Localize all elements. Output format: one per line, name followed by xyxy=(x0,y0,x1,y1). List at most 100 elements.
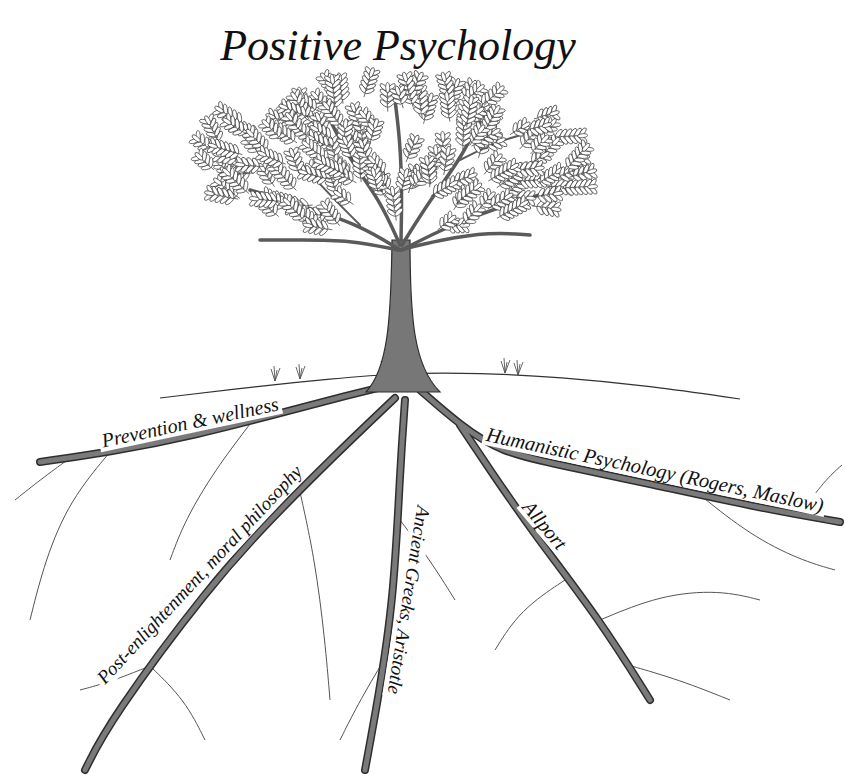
leaf xyxy=(346,192,351,202)
grass-blade xyxy=(504,358,505,373)
branch xyxy=(330,120,400,245)
leaf xyxy=(191,134,201,143)
leaf xyxy=(207,142,218,149)
leaf xyxy=(424,155,430,166)
leaf xyxy=(549,110,560,117)
leaf xyxy=(535,167,545,177)
leaf xyxy=(493,104,501,115)
leaf xyxy=(342,189,347,199)
trunk-shape xyxy=(366,240,440,392)
root xyxy=(420,390,840,522)
leaf xyxy=(534,166,544,171)
leaf xyxy=(445,146,451,157)
leaf xyxy=(223,104,228,114)
leaf xyxy=(200,134,204,144)
root-label: Prevention & wellness xyxy=(97,392,284,452)
branch xyxy=(402,185,575,250)
leaf xyxy=(535,159,544,170)
leaf xyxy=(403,168,409,179)
thin-root xyxy=(30,452,110,620)
grass-blade xyxy=(518,362,523,375)
trunk xyxy=(366,240,440,392)
thin-root xyxy=(495,580,565,650)
leaf xyxy=(587,184,597,189)
leaf xyxy=(222,167,232,177)
leaf xyxy=(245,128,255,138)
grass-blade xyxy=(505,360,510,373)
leaf xyxy=(440,72,447,83)
leaf xyxy=(526,196,536,200)
leaf xyxy=(448,180,459,188)
leaf xyxy=(250,190,259,201)
leaf xyxy=(542,122,553,128)
leaf xyxy=(313,158,324,166)
leaf xyxy=(410,148,421,154)
leaf xyxy=(427,146,438,155)
leaf xyxy=(230,116,235,126)
leaf xyxy=(441,132,451,142)
thin-root xyxy=(150,666,205,740)
leaf xyxy=(473,203,482,213)
leaf xyxy=(468,95,474,106)
ground xyxy=(160,358,740,399)
leaf xyxy=(447,214,457,223)
leaf xyxy=(441,131,445,141)
root-outline xyxy=(85,398,395,770)
leaf xyxy=(434,132,444,141)
title: Positive Psychology xyxy=(220,22,576,70)
leaf xyxy=(495,85,505,95)
leaf xyxy=(282,197,292,207)
leaf xyxy=(370,167,376,178)
leaf xyxy=(509,162,520,170)
leaf xyxy=(348,171,354,182)
leaf xyxy=(373,118,380,129)
grass-blade xyxy=(300,366,305,379)
leaf xyxy=(261,119,271,129)
leaf xyxy=(320,200,329,210)
thin-root xyxy=(300,492,330,700)
main-roots xyxy=(40,385,840,770)
leaf xyxy=(239,121,244,131)
leaf xyxy=(416,181,426,185)
leaf xyxy=(386,82,390,92)
branch xyxy=(260,240,398,250)
leaf xyxy=(332,189,343,198)
leaf xyxy=(477,124,486,134)
leaf xyxy=(249,197,259,207)
leaf xyxy=(194,151,204,161)
leaf xyxy=(350,102,357,113)
leaf xyxy=(467,172,478,179)
leaf xyxy=(303,223,314,229)
leaf xyxy=(587,168,598,174)
leaf xyxy=(288,147,295,158)
leaf xyxy=(402,72,408,83)
leaf xyxy=(290,91,299,102)
leaf xyxy=(466,220,476,224)
leaf xyxy=(553,191,563,196)
leaf xyxy=(358,109,367,119)
leaf xyxy=(578,127,587,137)
root-label: Allport xyxy=(516,494,573,556)
leaf xyxy=(301,140,311,149)
leaf xyxy=(278,103,289,110)
leaf xyxy=(343,118,348,128)
thin-root xyxy=(600,592,760,620)
leaf xyxy=(306,208,310,218)
leaf xyxy=(412,134,420,145)
leaf xyxy=(581,142,591,152)
leaf xyxy=(249,196,259,201)
leaf xyxy=(473,182,483,191)
leaf xyxy=(577,133,587,138)
leaf xyxy=(444,91,449,101)
leaf xyxy=(341,135,348,146)
leaf xyxy=(551,207,561,212)
leaf xyxy=(588,178,597,188)
leaf xyxy=(390,186,395,196)
leaf xyxy=(322,101,331,111)
branches xyxy=(250,100,575,250)
grass-blade xyxy=(299,364,300,379)
branch xyxy=(400,234,530,250)
leaf xyxy=(358,138,365,149)
